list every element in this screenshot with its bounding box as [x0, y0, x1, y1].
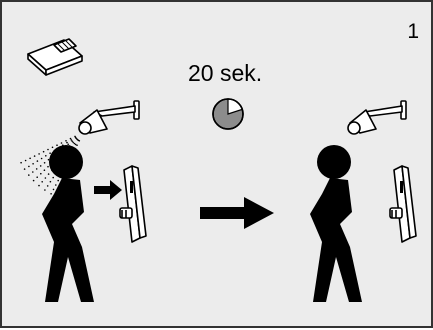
person-right-icon — [310, 145, 362, 302]
spray-dot — [48, 159, 50, 161]
spray-dot — [48, 173, 50, 175]
spray-dot — [45, 177, 47, 179]
spray-dot — [52, 177, 54, 179]
person-left-icon — [42, 145, 94, 302]
spray-dot — [36, 168, 38, 170]
wall-control-right-icon — [390, 166, 416, 242]
spray-dot — [34, 155, 36, 157]
spray-dot — [29, 158, 31, 160]
spray-dot — [71, 140, 73, 142]
spray-dot — [49, 152, 51, 154]
spray-dot — [65, 140, 67, 142]
spray-dot — [36, 176, 38, 178]
spray-dot — [57, 180, 59, 182]
spray-dot — [44, 189, 46, 191]
timer-icon — [213, 99, 243, 129]
spray-dot — [44, 162, 46, 164]
spray-dot — [47, 149, 49, 151]
spray-dot — [40, 173, 42, 175]
spray-dot — [37, 160, 39, 162]
spray-dot — [20, 162, 22, 164]
spray-dot — [53, 189, 55, 191]
spray-dot — [38, 185, 40, 187]
spray-dot — [47, 185, 49, 187]
spray-dot — [40, 165, 42, 167]
push-arrow-icon — [94, 180, 122, 200]
spray-dot — [43, 151, 45, 153]
spray-dot — [66, 142, 68, 144]
spray-dot — [50, 181, 52, 183]
arrow-right-icon — [200, 197, 274, 229]
spray-dot — [32, 171, 34, 173]
control-device-icon — [28, 39, 82, 75]
spray-dot — [50, 193, 52, 195]
spray-dot — [55, 184, 57, 186]
spray-dot — [41, 181, 43, 183]
spray-dot — [44, 169, 46, 171]
spray-dot — [33, 180, 35, 182]
spray-dot — [61, 142, 63, 144]
spray-dot — [56, 144, 58, 146]
spray-dot — [52, 147, 54, 149]
spray-dot — [32, 163, 34, 165]
spray-dot — [47, 166, 49, 168]
spray-dot — [38, 153, 40, 155]
shower-head-right-icon — [348, 101, 406, 134]
spray-dot — [28, 166, 30, 168]
spray-dot — [45, 155, 47, 157]
spray-dot — [28, 174, 30, 176]
spray-dot — [24, 168, 26, 170]
spray-dot — [70, 138, 72, 140]
spray-dot — [74, 143, 76, 145]
shower-head-icon — [79, 101, 139, 134]
spray-dot — [25, 160, 27, 162]
spray-dot — [41, 158, 43, 160]
spray-dot — [76, 144, 78, 146]
wall-control-left-icon — [120, 166, 146, 242]
spray-dot — [67, 144, 69, 146]
spray-dot — [74, 136, 76, 138]
